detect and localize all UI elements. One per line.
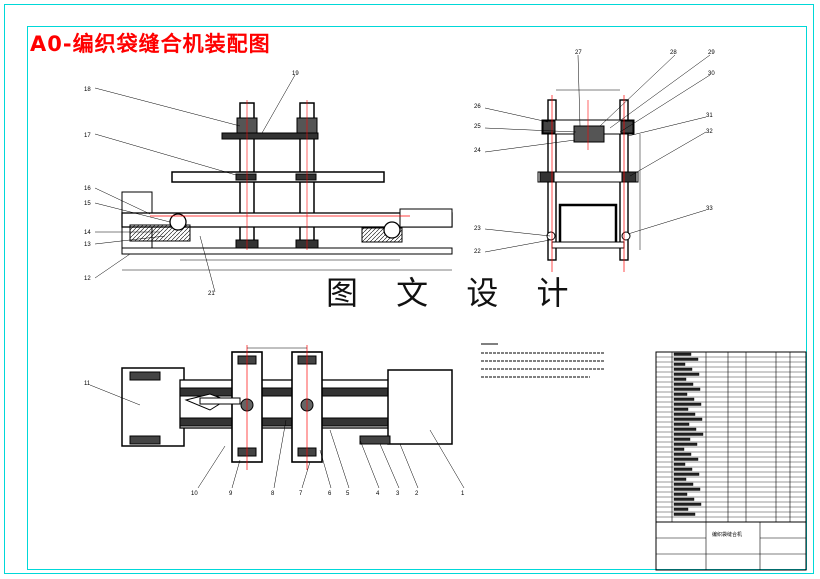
- parts-list-entry-mark: [673, 352, 692, 356]
- parts-list-entry-mark: [673, 462, 686, 466]
- label-11: 11: [84, 381, 91, 387]
- parts-list-entry-mark: [673, 362, 686, 366]
- parts-list-entry-mark: [673, 482, 694, 486]
- drawing-title: A0-编织袋缝合机装配图: [30, 32, 271, 56]
- front-view-labels: 18 17 16 15 14 13 12 19 21: [84, 71, 299, 297]
- technical-notes: [481, 343, 605, 378]
- front-view: [94, 74, 453, 293]
- label-23: 23: [474, 226, 481, 232]
- parts-list-entry-mark: [673, 392, 688, 396]
- label-2: 2: [415, 491, 419, 497]
- label-1: 1: [461, 491, 465, 497]
- parts-list-entry-mark: [673, 492, 688, 496]
- label-12: 12: [84, 276, 91, 282]
- parts-list-entry-mark: [673, 477, 687, 481]
- side-view: [484, 54, 711, 272]
- parts-list-entry-mark: [673, 442, 698, 446]
- parts-list-entry-mark: [673, 432, 704, 436]
- label-10: 10: [191, 491, 198, 497]
- label-30: 30: [708, 71, 715, 77]
- top-view-labels: 11 10 9 8 7 6 5 4 3 2 1: [84, 381, 465, 497]
- label-21: 21: [208, 291, 215, 297]
- label-28: 28: [670, 50, 677, 56]
- parts-list-entry-mark: [673, 422, 690, 426]
- parts-list-entry-mark: [673, 507, 689, 511]
- parts-list-entry-mark: [673, 437, 691, 441]
- parts-list-entry-mark: [673, 357, 699, 361]
- label-22: 22: [474, 249, 481, 255]
- parts-list-entry-mark: [673, 487, 701, 491]
- label-33: 33: [706, 206, 713, 212]
- parts-list-entry-mark: [673, 472, 700, 476]
- label-18: 18: [84, 87, 91, 93]
- parts-list-entry-mark: [673, 447, 685, 451]
- drawing-outer-frame: [4, 4, 814, 574]
- parts-list-entry-mark: [673, 372, 700, 376]
- label-25: 25: [474, 124, 481, 130]
- parts-list-entry-mark: [673, 407, 689, 411]
- watermark-text: 图 文 设 计: [326, 274, 583, 312]
- label-16: 16: [84, 186, 91, 192]
- label-13: 13: [84, 242, 91, 248]
- parts-list-rows: [656, 352, 806, 518]
- label-24: 24: [474, 148, 481, 154]
- label-5: 5: [346, 491, 350, 497]
- parts-list-entry-mark: [673, 417, 703, 421]
- label-26: 26: [474, 104, 481, 110]
- parts-list-entry-mark: [673, 457, 699, 461]
- label-7: 7: [299, 491, 303, 497]
- label-8: 8: [271, 491, 275, 497]
- parts-list-entry-mark: [673, 382, 694, 386]
- parts-list-entry-mark: [673, 367, 693, 371]
- label-19: 19: [292, 71, 299, 77]
- label-4: 4: [376, 491, 380, 497]
- label-3: 3: [396, 491, 400, 497]
- parts-list-entry-mark: [673, 512, 696, 516]
- parts-list-entry-mark: [673, 497, 695, 501]
- title-block-name: 编织袋缝合机: [712, 531, 742, 538]
- parts-list-entry-mark: [673, 387, 701, 391]
- label-31: 31: [706, 113, 713, 119]
- top-view: [89, 345, 465, 489]
- label-17: 17: [84, 133, 91, 139]
- label-14: 14: [84, 230, 91, 236]
- parts-list-entry-mark: [673, 377, 687, 381]
- parts-list-entry-mark: [673, 427, 697, 431]
- label-15: 15: [84, 201, 91, 207]
- drawing-inner-frame: [27, 26, 807, 570]
- label-6: 6: [328, 491, 332, 497]
- parts-list-entry-mark: [673, 397, 695, 401]
- parts-list-entry-mark: [673, 452, 692, 456]
- parts-list-entry-mark: [673, 412, 696, 416]
- parts-list-entry-mark: [673, 402, 702, 406]
- parts-list-entry-mark: [673, 502, 702, 506]
- parts-list-entry-mark: [673, 467, 693, 471]
- label-32: 32: [706, 129, 713, 135]
- label-9: 9: [229, 491, 233, 497]
- label-29: 29: [708, 50, 715, 56]
- label-27: 27: [575, 50, 582, 56]
- side-view-labels: 27 28 29 30 26 25 24 31 32 33 23 22: [474, 50, 715, 255]
